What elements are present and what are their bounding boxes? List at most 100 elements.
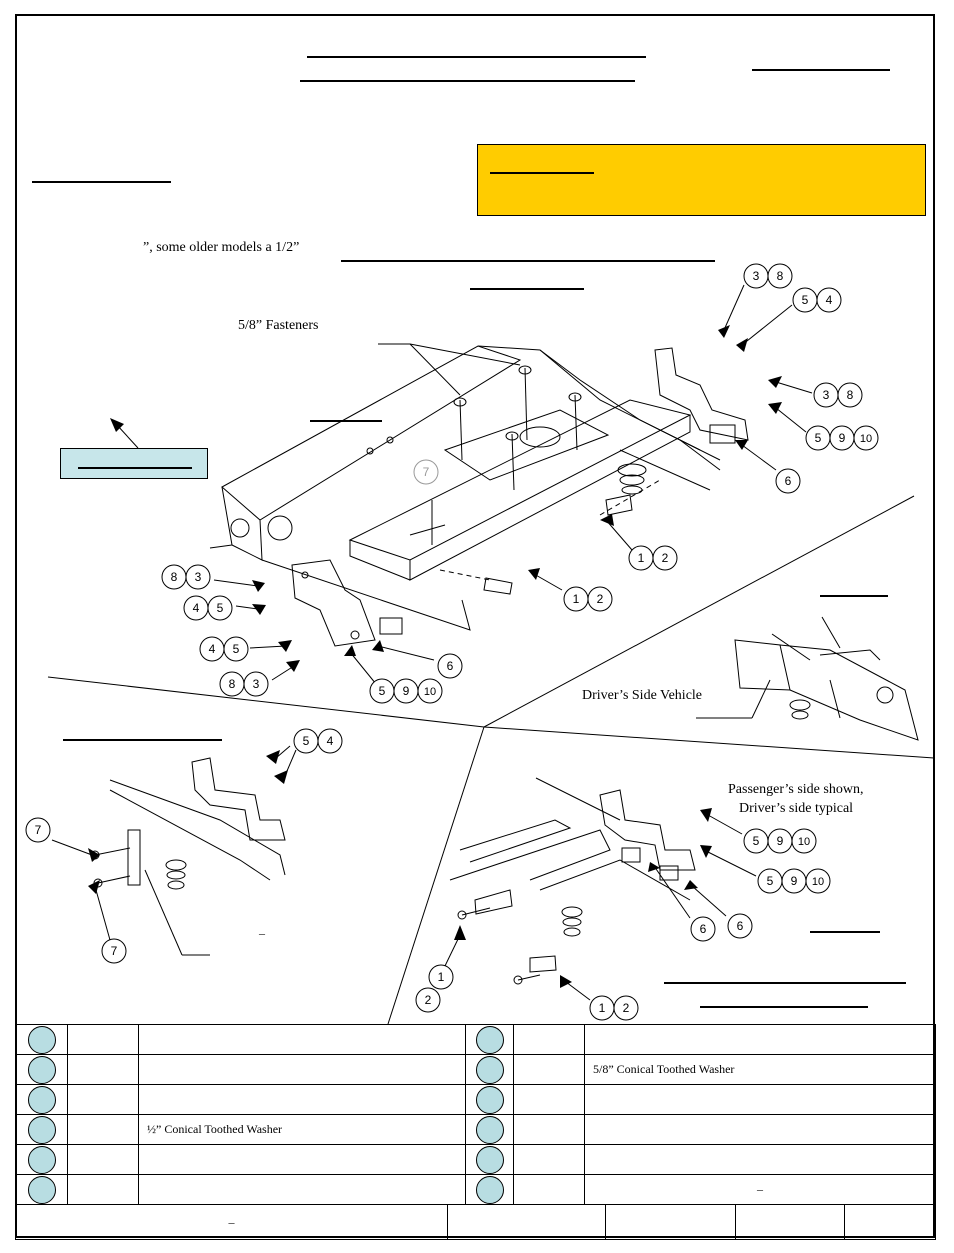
spacer-block — [709, 424, 736, 444]
callout-number: 8 — [229, 677, 236, 691]
callout-number: 1 — [599, 1001, 606, 1015]
title-underline-1 — [307, 56, 646, 58]
callout-number: 6 — [785, 474, 792, 488]
item-number-dot — [27, 1115, 56, 1144]
left-bracket — [291, 559, 376, 647]
desc-cell — [138, 1084, 466, 1115]
older-models-note: ”, some older models a 1/2” — [143, 240, 300, 255]
qty-cell — [67, 1114, 139, 1145]
title-underline-3 — [752, 69, 890, 71]
desc-cell — [138, 1144, 466, 1175]
callout-number: 3 — [195, 570, 202, 584]
title-underline-2 — [300, 80, 635, 82]
parts-table: 5/8” Conical Toothed Washer ½” Conical T… — [15, 1024, 936, 1205]
arrowheads — [88, 325, 782, 988]
info-box-underline — [78, 467, 192, 469]
table-row — [15, 1084, 936, 1115]
callout-number: 10 — [812, 876, 824, 888]
warning-heading-underline — [490, 172, 594, 174]
spring-isolator — [617, 463, 647, 495]
footer-cell — [447, 1204, 606, 1240]
callout-number: 5 — [815, 431, 822, 445]
callout-number: 10 — [860, 433, 872, 445]
bottom-right-detail — [449, 777, 906, 1008]
drivers-side-label: Driver’s Side Vehicle — [582, 688, 703, 703]
callout-number: 5 — [802, 293, 809, 307]
qty-cell — [513, 1114, 585, 1145]
callout-number: 4 — [209, 642, 216, 656]
callout-number: 5 — [753, 834, 760, 848]
callout-number: 3 — [753, 269, 760, 283]
item-number-dot — [475, 1025, 504, 1054]
desc-cell: 5/8” Conical Toothed Washer — [584, 1054, 936, 1085]
callout-number: 8 — [777, 269, 784, 283]
mounting-plate — [443, 409, 610, 481]
callout-number: 4 — [826, 293, 833, 307]
footer-cell: – — [15, 1204, 448, 1240]
item-number-dot — [475, 1145, 504, 1174]
callout-number: 5 — [217, 601, 224, 615]
detail-dash: – — [259, 926, 265, 940]
callout-number: 7 — [111, 944, 118, 958]
callout-number: 9 — [777, 834, 784, 848]
callout-number: 6 — [737, 919, 744, 933]
callout-number: 5 — [767, 874, 774, 888]
item-number-dot — [27, 1175, 56, 1204]
desc-cell: – — [584, 1174, 936, 1205]
callout-number: 8 — [847, 388, 854, 402]
detail-inset — [696, 616, 919, 741]
callout-number: 1 — [438, 970, 445, 984]
callout-number: 4 — [193, 601, 200, 615]
callout-number: 1 — [638, 551, 645, 565]
desc-cell — [584, 1114, 936, 1145]
desc-cell — [138, 1174, 466, 1205]
callout-number: 10 — [798, 836, 810, 848]
item-number-dot — [475, 1115, 504, 1144]
table-row — [15, 1144, 936, 1175]
footer-cell — [844, 1204, 936, 1240]
item-number-dot — [475, 1175, 504, 1204]
callout-number: 5 — [379, 684, 386, 698]
table-row: 5/8” Conical Toothed Washer — [15, 1054, 936, 1085]
item-number-dot — [27, 1145, 56, 1174]
callout-number: 6 — [447, 659, 454, 673]
callout-number: 2 — [662, 551, 669, 565]
divider-line — [483, 726, 935, 759]
table-row: – — [15, 1174, 936, 1205]
callout-number: 3 — [253, 677, 260, 691]
divider-line — [483, 495, 915, 728]
callout-number: 9 — [839, 431, 846, 445]
item-number-dot — [27, 1085, 56, 1114]
callout-number: 2 — [597, 592, 604, 606]
note-underline-1 — [341, 260, 715, 262]
callout-number: 5 — [303, 734, 310, 748]
callout-number: 8 — [171, 570, 178, 584]
passenger-side-label-2: Driver’s side typical — [739, 801, 854, 816]
footer-cell — [605, 1204, 736, 1240]
spacer-block — [379, 617, 403, 635]
callout-number: 2 — [623, 1001, 630, 1015]
qty-cell — [67, 1144, 139, 1175]
callout-circles — [25, 263, 879, 1021]
alignment-line — [439, 569, 491, 581]
callout-number: 10 — [424, 686, 436, 698]
callout-number: 7 — [35, 823, 42, 837]
qty-cell — [513, 1144, 585, 1175]
desc-cell — [584, 1084, 936, 1115]
desc-cell — [138, 1054, 466, 1085]
callout-number: 9 — [791, 874, 798, 888]
desc-cell: ½” Conical Toothed Washer — [138, 1114, 466, 1145]
callout-number: 2 — [425, 993, 432, 1007]
item-number-dot — [475, 1085, 504, 1114]
passenger-side-label-1: Passenger’s side shown, — [728, 782, 864, 797]
callout-number: 9 — [403, 684, 410, 698]
warning-box — [477, 144, 926, 216]
leader-line — [409, 343, 521, 366]
table-row — [15, 1024, 936, 1055]
note-underline-2 — [470, 288, 584, 290]
qty-cell — [67, 1174, 139, 1205]
qty-cell — [67, 1024, 139, 1055]
callout-number: 4 — [327, 734, 334, 748]
pointer-arrow — [116, 424, 139, 449]
